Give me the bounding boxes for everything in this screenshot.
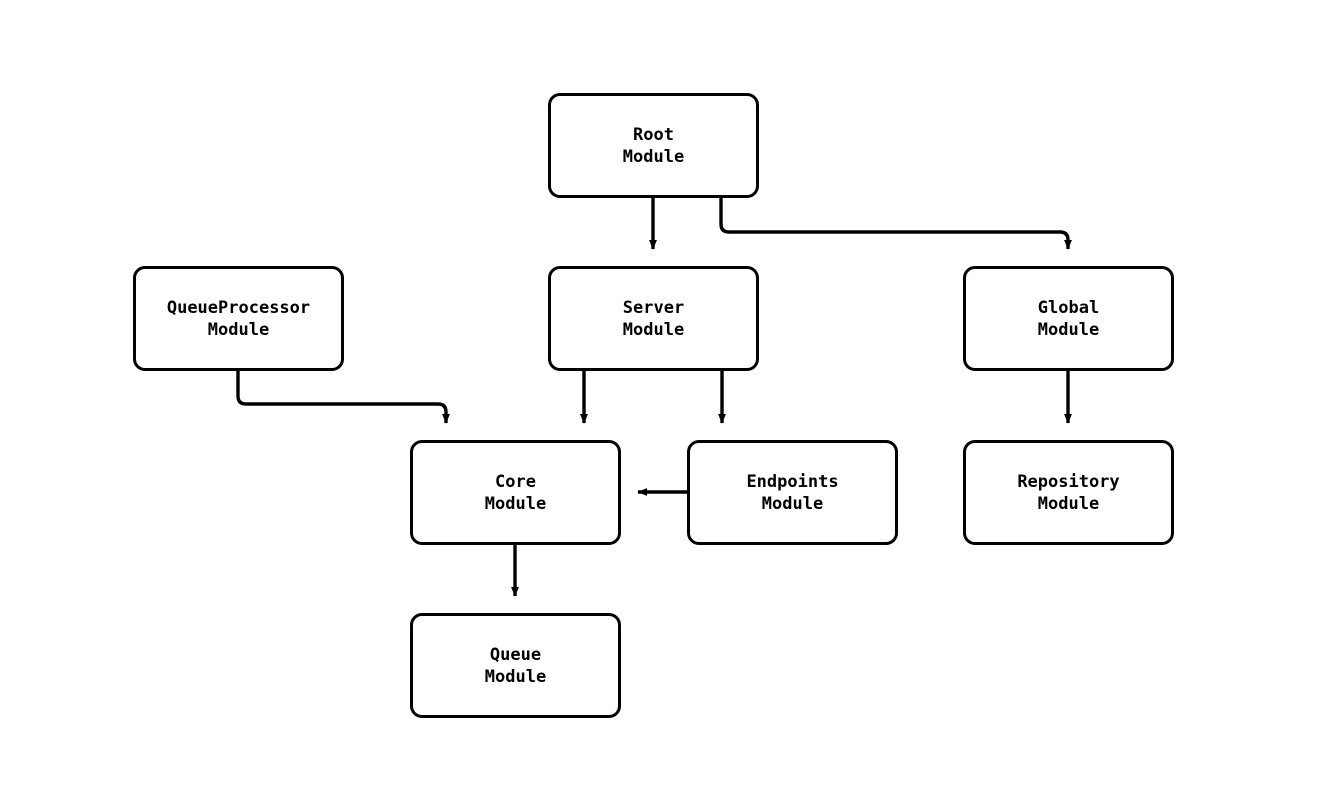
node-repository-module-label: Repository Module (1017, 471, 1120, 514)
edge-queueprocessor-to-core (236, 371, 450, 424)
node-queue-module-label: Queue Module (484, 644, 547, 687)
node-repository-module[interactable]: Repository Module (963, 440, 1174, 545)
node-core-module[interactable]: Core Module (410, 440, 621, 545)
node-root-module-label: Root Module (622, 124, 685, 167)
node-core-module-label: Core Module (484, 471, 547, 514)
node-queueprocessor-module[interactable]: QueueProcessor Module (133, 266, 344, 371)
node-root-module[interactable]: Root Module (548, 93, 759, 198)
node-server-module-label: Server Module (622, 297, 685, 340)
node-queue-module[interactable]: Queue Module (410, 613, 621, 718)
node-server-module[interactable]: Server Module (548, 266, 759, 371)
edge-root-to-global (719, 198, 1072, 250)
node-endpoints-module[interactable]: Endpoints Module (687, 440, 898, 545)
node-global-module-label: Global Module (1037, 297, 1100, 340)
node-queueprocessor-module-label: QueueProcessor Module (166, 297, 311, 340)
node-global-module[interactable]: Global Module (963, 266, 1174, 371)
node-endpoints-module-label: Endpoints Module (746, 471, 839, 514)
